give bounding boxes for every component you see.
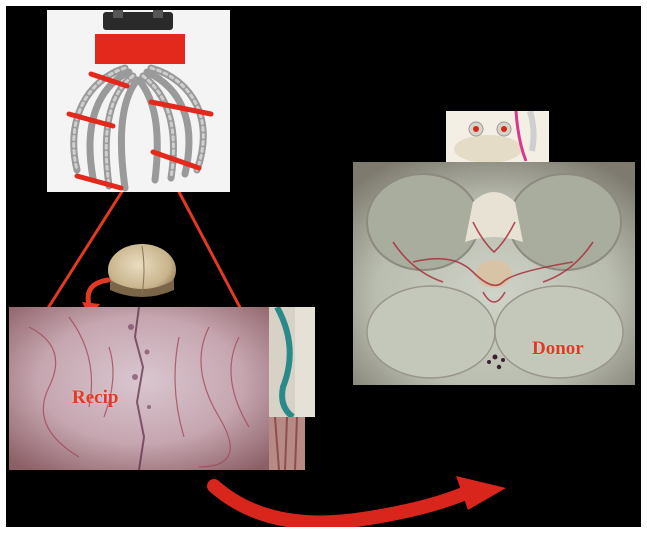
tissue-lower-image bbox=[269, 417, 305, 470]
recipient-label: Recip bbox=[72, 387, 118, 409]
robotic-gripper-icon bbox=[47, 10, 230, 192]
recipient-skull-photo bbox=[9, 307, 273, 470]
transfer-arrow-icon bbox=[206, 474, 516, 527]
donor-skull-base-photo bbox=[353, 162, 635, 385]
device-inset-image bbox=[446, 111, 549, 166]
donor-label: Donor bbox=[532, 338, 584, 360]
tissue-side-image bbox=[269, 307, 315, 417]
figure-stage: Recip Donor bbox=[6, 6, 641, 527]
gripper-device-image bbox=[47, 10, 230, 192]
